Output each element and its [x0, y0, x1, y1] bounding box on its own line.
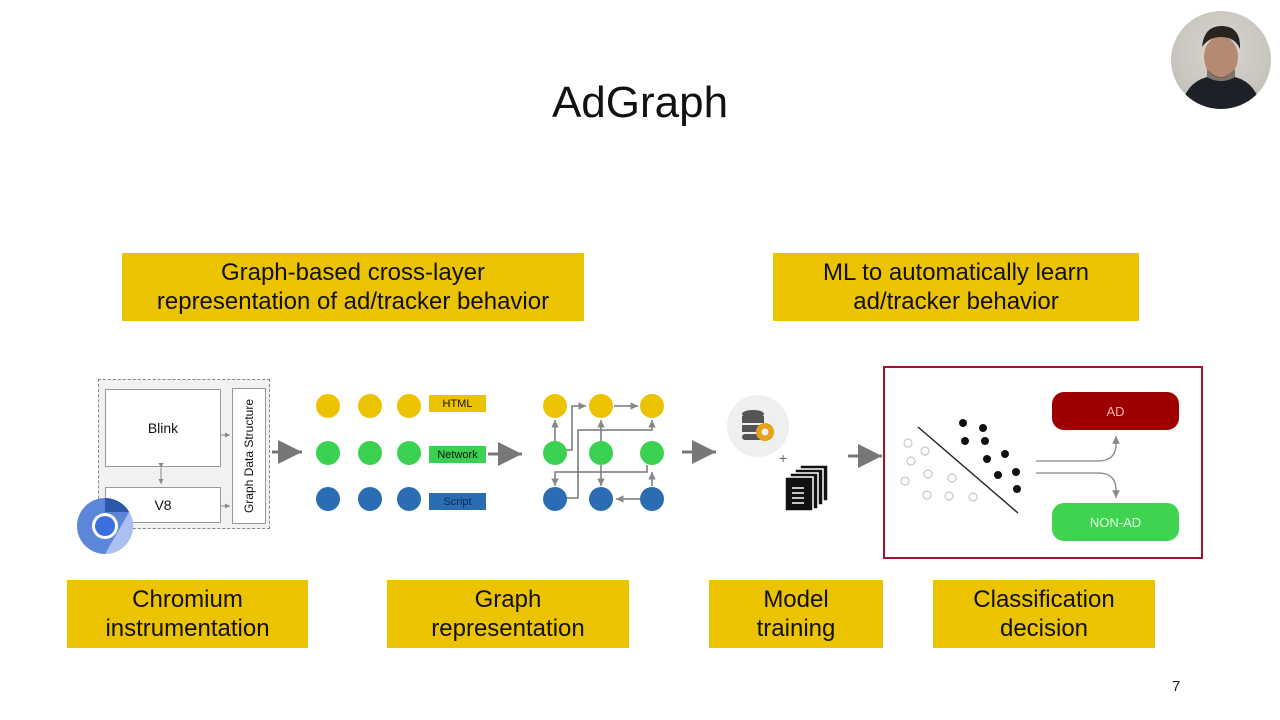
ad-points: [959, 419, 1021, 493]
right-header-line-1: ML to automatically learn: [823, 258, 1089, 286]
script-node: [358, 487, 382, 511]
html-node: [358, 394, 382, 418]
stage-classification-decision: Classification decision: [933, 580, 1155, 648]
script-layer-nodes: [316, 487, 421, 511]
to-non-ad-arrow: [1036, 472, 1120, 498]
html-node: [316, 394, 340, 418]
classification-frame: [883, 366, 1203, 559]
html-layer-nodes: [316, 394, 421, 418]
blink-label: Blink: [147, 420, 179, 436]
script-node: [589, 487, 613, 511]
script-layer-tag: Script: [429, 493, 486, 510]
right-header-line-2: ad/tracker behavior: [853, 288, 1059, 315]
network-node: [543, 441, 567, 465]
blink-box: Blink: [105, 389, 221, 467]
ad-label-box: AD: [1052, 392, 1179, 430]
stage-model-training: Model training: [709, 580, 883, 648]
documents-stack-icon: [784, 464, 829, 512]
network-layer-nodes: [316, 441, 421, 465]
graph-data-structure-box: Graph Data Structure: [232, 388, 266, 524]
to-ad-arrow: [1036, 436, 1120, 462]
script-node: [316, 487, 340, 511]
html-layer-tag: HTML: [429, 395, 486, 412]
right-header-box: ML to automatically learn ad/tracker beh…: [773, 253, 1139, 321]
chromium-logo-icon: [77, 498, 133, 554]
left-header-line-2: representation of ad/tracker behavior: [156, 288, 550, 315]
non-ad-label-box: NON-AD: [1052, 503, 1179, 541]
presenter-video-icon: [1171, 11, 1271, 109]
stage-label-line: Chromium: [132, 585, 243, 613]
network-node: [589, 441, 613, 465]
network-node: [397, 441, 421, 465]
graph-edges: [551, 402, 656, 503]
html-node: [589, 394, 613, 418]
slide-title: AdGraph: [551, 78, 729, 127]
network-node: [640, 441, 664, 465]
left-header-line-1: Graph-based cross-layer: [220, 258, 486, 286]
script-node: [543, 487, 567, 511]
graph-layers-diagram: [316, 394, 664, 511]
stage-chromium-instrumentation: Chromium instrumentation: [67, 580, 308, 648]
html-node: [640, 394, 664, 418]
html-node: [543, 394, 567, 418]
stage-label-line: Classification: [973, 585, 1115, 613]
classification-diagram: [900, 419, 1120, 514]
stage-label-line: Graph: [474, 585, 542, 613]
script-node: [397, 487, 421, 511]
network-node: [316, 441, 340, 465]
stage-label-line: Model: [763, 585, 829, 613]
stage-label-line: instrumentation: [105, 615, 270, 642]
decision-boundary: [917, 426, 1019, 514]
stage-label-line: training: [756, 615, 836, 642]
v8-label: V8: [154, 497, 172, 513]
graph-connected-nodes: [543, 394, 664, 511]
network-layer-tag: Network: [429, 446, 486, 463]
html-node: [397, 394, 421, 418]
plus-sign: +: [779, 450, 788, 466]
non-ad-points: [900, 438, 978, 502]
script-node: [640, 487, 664, 511]
stage-label-line: decision: [999, 615, 1089, 642]
network-node: [358, 441, 382, 465]
stage-label-line: representation: [431, 615, 585, 642]
stage-graph-representation: Graph representation: [387, 580, 629, 648]
database-gear-icon: [727, 395, 789, 457]
left-header-box: Graph-based cross-layer representation o…: [122, 253, 584, 321]
page-number: 7: [1172, 678, 1181, 695]
